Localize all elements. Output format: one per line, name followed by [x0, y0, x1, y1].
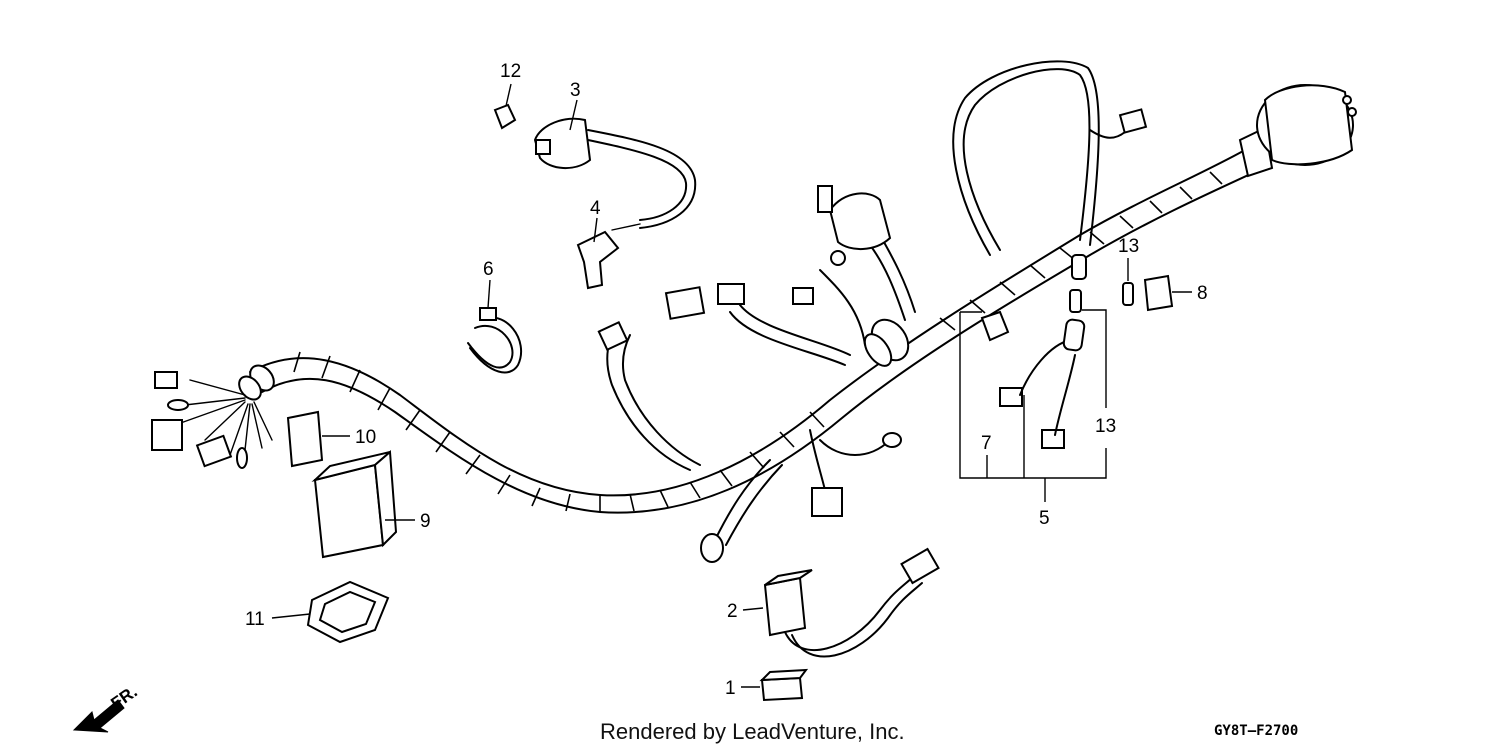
leader-lines	[271, 83, 1192, 688]
part-13-lower	[1069, 289, 1082, 313]
callout-numbers: 1 2 3 4 5 6 7 8 9 10 11 12 13 13	[245, 61, 1208, 699]
callout-2: 2	[727, 601, 738, 622]
part-10	[286, 410, 324, 468]
part-3	[533, 117, 697, 231]
callout-13-upper: 13	[1118, 236, 1139, 257]
part-2	[763, 547, 940, 658]
part-7	[980, 310, 1010, 342]
render-credit: Rendered by LeadVenture, Inc.	[600, 719, 905, 744]
callout-5: 5	[1039, 508, 1050, 529]
part-8	[1143, 274, 1174, 312]
part-12	[493, 103, 517, 130]
callout-9: 9	[420, 511, 431, 532]
callout-1: 1	[725, 678, 736, 699]
callout-7: 7	[981, 433, 992, 454]
callout-4: 4	[590, 198, 601, 219]
front-direction-arrow: FR.	[72, 682, 141, 733]
callout-12: 12	[500, 61, 521, 82]
part-1	[759, 668, 809, 702]
callout-6: 6	[483, 259, 494, 280]
part-11	[306, 580, 390, 644]
part-13-upper	[1122, 282, 1134, 306]
part-6	[467, 307, 523, 374]
part-9	[311, 449, 398, 559]
callout-8: 8	[1197, 283, 1208, 304]
callout-10: 10	[355, 427, 376, 448]
wire-harness-part-5	[151, 60, 1357, 563]
arrow-icon	[72, 699, 125, 733]
callout-13-lower: 13	[1095, 416, 1116, 437]
callout-3: 3	[570, 80, 581, 101]
callout-11: 11	[245, 609, 265, 630]
diagram-code: GY8T–F2700	[1214, 723, 1298, 739]
part-4	[576, 230, 620, 290]
